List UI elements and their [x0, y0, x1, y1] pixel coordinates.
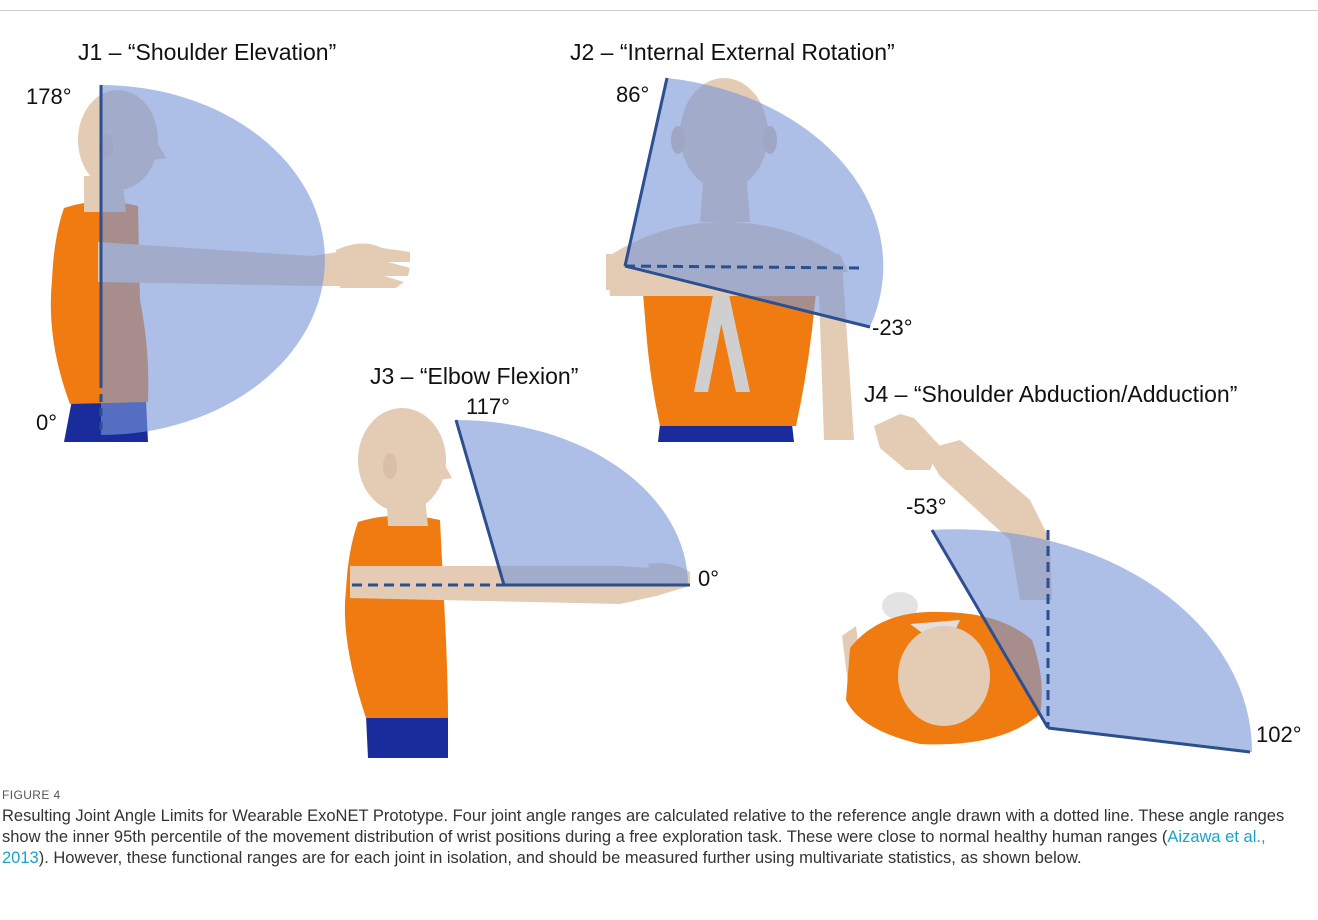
panel-j2: J2 – “Internal External Rotation” 86° -2…	[570, 39, 913, 442]
j2-reference-dashed-line	[625, 266, 860, 268]
j4-angle-min: -53°	[906, 494, 947, 519]
figure-label: FIGURE 4	[2, 788, 1310, 802]
j4-angle-max: 102°	[1256, 722, 1302, 747]
j2-angle-min: -23°	[872, 315, 913, 340]
panel-j4: J4 – “Shoulder Abduction/Adduction” -53°…	[842, 381, 1302, 752]
panel-j1: J1 – “Shoulder Elevation” 178° 0°	[26, 39, 410, 442]
j1-title: J1 – “Shoulder Elevation”	[78, 39, 336, 65]
j2-angle-max: 86°	[616, 82, 649, 107]
j4-title: J4 – “Shoulder Abduction/Adduction”	[864, 381, 1237, 407]
j3-title: J3 – “Elbow Flexion”	[370, 363, 578, 389]
j1-angle-max: 178°	[26, 84, 72, 109]
caption-text-part-2: ). However, these functional ranges are …	[39, 849, 1082, 867]
j1-range-sector	[101, 85, 325, 435]
j2-title: J2 – “Internal External Rotation”	[570, 39, 895, 65]
j3-angle-min: 0°	[698, 566, 719, 591]
caption-text-part-1: Resulting Joint Angle Limits for Wearabl…	[2, 807, 1284, 846]
figure-caption-area: FIGURE 4 Resulting Joint Angle Limits fo…	[0, 788, 1310, 869]
j3-angle-max: 117°	[466, 394, 510, 419]
j3-range-sector	[456, 420, 688, 585]
joint-angle-illustration: J1 – “Shoulder Elevation” 178° 0°	[0, 0, 1318, 770]
figure-caption: Resulting Joint Angle Limits for Wearabl…	[2, 806, 1310, 869]
j1-angle-min: 0°	[36, 410, 57, 435]
